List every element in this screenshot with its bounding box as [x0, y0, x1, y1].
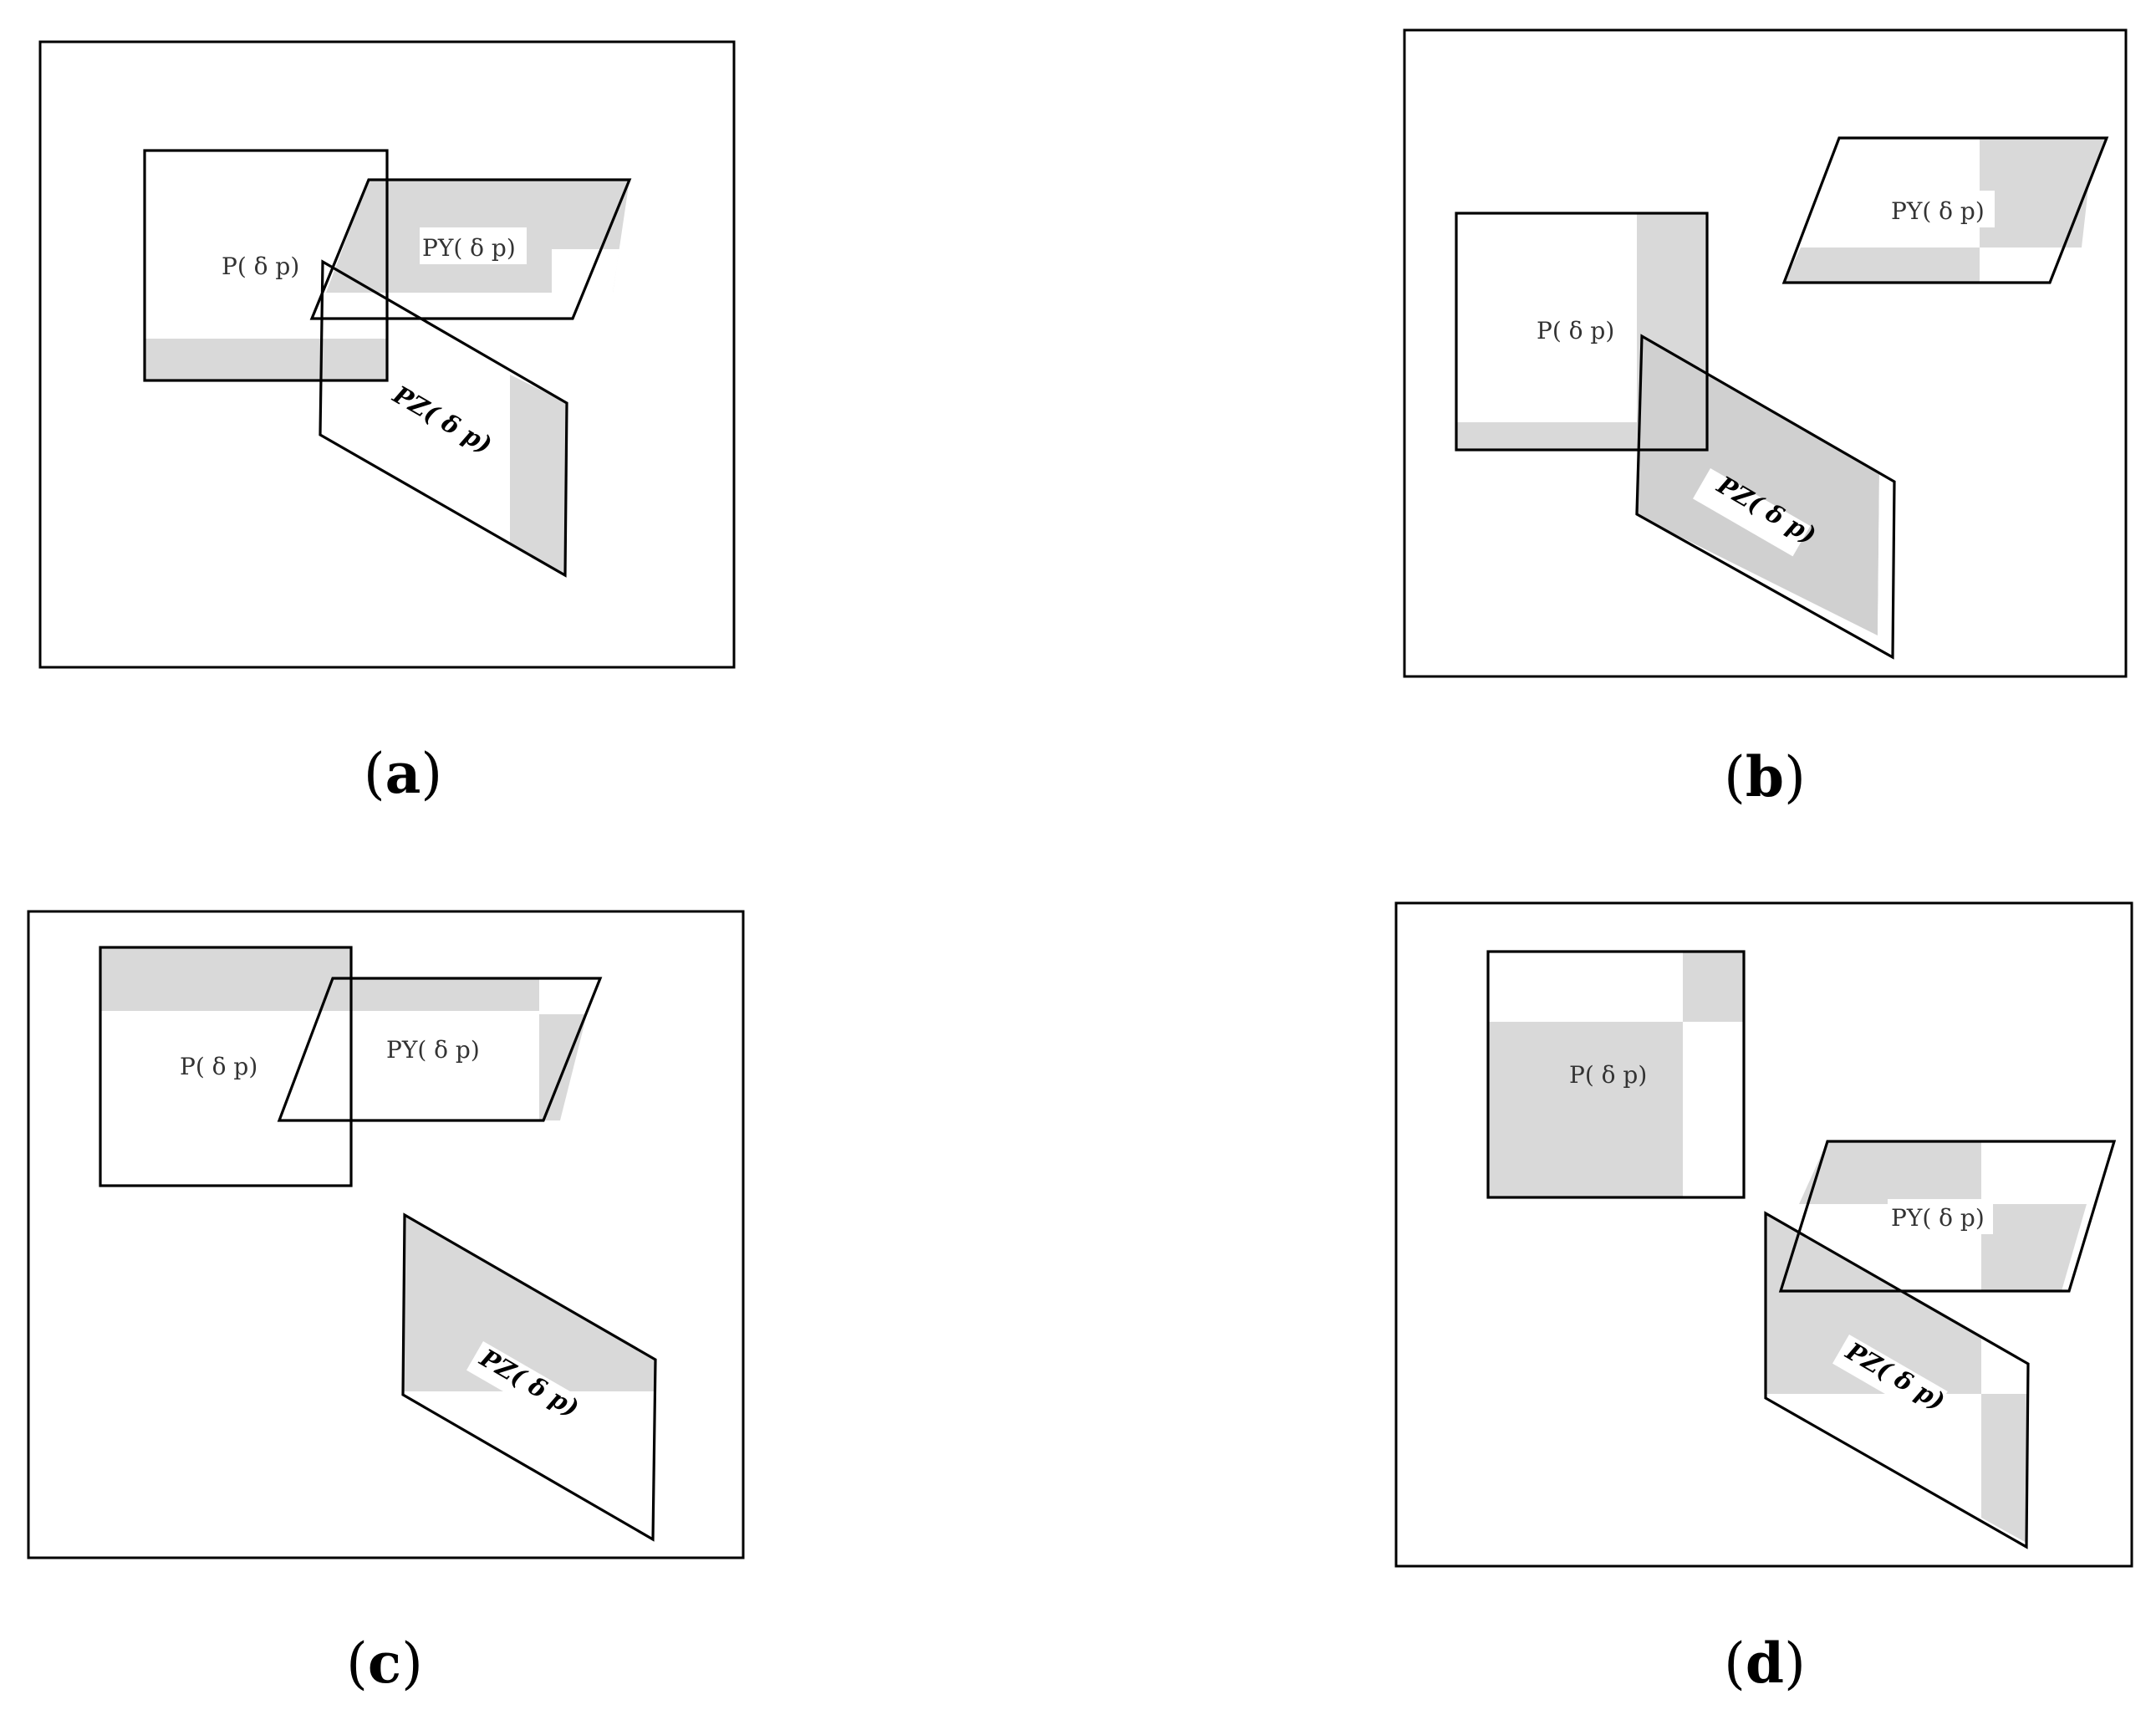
panel-a-caption: (a): [364, 741, 442, 806]
panel-b-py-shade-mid-right: [1980, 188, 2088, 248]
panel-b-label-py-bg: [1888, 191, 1995, 227]
panel-c-p-square: [99, 946, 353, 1187]
panel-d: P( δ p) PY( δ p) PZ( δ p) (d): [1394, 901, 2133, 1696]
panel-d-pz-shade-right: [1981, 1394, 2028, 1543]
panel-d-p-square: [1486, 950, 1746, 1199]
panel-d-caption: (d): [1724, 1631, 1806, 1696]
panel-d-py-parallelogram: [1778, 1140, 2117, 1293]
panel-c-pz-parallelogram: [401, 1212, 657, 1542]
panel-b-pz-unshaded: [1878, 473, 1894, 657]
panel-c-label-p: P( δ p): [180, 1053, 257, 1080]
panel-d-py-shade-left: [1799, 1141, 1981, 1204]
panel-c-py-parallelogram: [277, 977, 603, 1122]
panel-c-label-py: PY( δ p): [386, 1036, 480, 1064]
panel-a-p-square: [143, 149, 389, 382]
panel-a-label-py: PY( δ p): [422, 234, 516, 262]
panel-a-p-shade: [145, 339, 387, 380]
panel-a-label-p: P( δ p): [222, 253, 299, 280]
panel-a-py-parallelogram: [309, 178, 632, 320]
panel-b-p-square: [1455, 212, 1709, 452]
panel-d-label-py-bg: [1888, 1199, 1993, 1234]
panel-a-label-py-bg: [420, 227, 527, 264]
panel-b-label-py: PY( δ p): [1891, 197, 1985, 225]
panel-c-caption: (c): [346, 1631, 423, 1696]
panel-b-py-parallelogram: [1781, 136, 2109, 284]
panel-a-pz-parallelogram: [319, 259, 568, 578]
panel-d-label-pz-bg: [1832, 1335, 1948, 1421]
panel-d-py-shade-right: [1981, 1204, 2087, 1291]
panel-c-p-shade-top: [100, 947, 351, 1011]
panel-b-pz-shade: [1635, 336, 1879, 635]
panel-b-caption: (b): [1724, 744, 1806, 809]
panel-c-frame: [27, 910, 745, 1559]
panel-a: P( δ p) PY( δ p) PZ( δ p) (a): [38, 40, 736, 806]
panel-a-pz-shade: [510, 375, 567, 575]
panel-a-py-unshaded: [552, 249, 619, 293]
panel-b-frame: [1403, 28, 2128, 678]
panel-b-label-p: P( δ p): [1537, 317, 1614, 345]
panel-c-pz-shade: [403, 1215, 655, 1391]
panel-b-label-pz-bg: [1692, 468, 1811, 557]
panel-d-pz-shade-left: [1766, 1213, 1981, 1394]
panel-d-pz-parallelogram: [1764, 1211, 2030, 1549]
panel-b-py-shade-bottom: [1784, 248, 1980, 283]
panel-d-p-shade-corner: [1683, 952, 1744, 1022]
panel-d-label-py: PY( δ p): [1891, 1204, 1985, 1232]
panel-d-p-shade-main: [1488, 1022, 1683, 1197]
panel-c-label-pz-bg: [466, 1341, 582, 1427]
panel-b: P( δ p) PY( δ p) PZ( δ p) (b): [1403, 28, 2128, 809]
panel-d-label-p: P( δ p): [1569, 1061, 1647, 1089]
panel-b-py-shade-top-right: [1980, 138, 2107, 188]
panel-c: P( δ p) PY( δ p) PZ( δ p) (c): [27, 910, 745, 1696]
panel-c-py-shade-top: [318, 978, 539, 1011]
panel-b-pz-parallelogram: [1635, 334, 1896, 660]
